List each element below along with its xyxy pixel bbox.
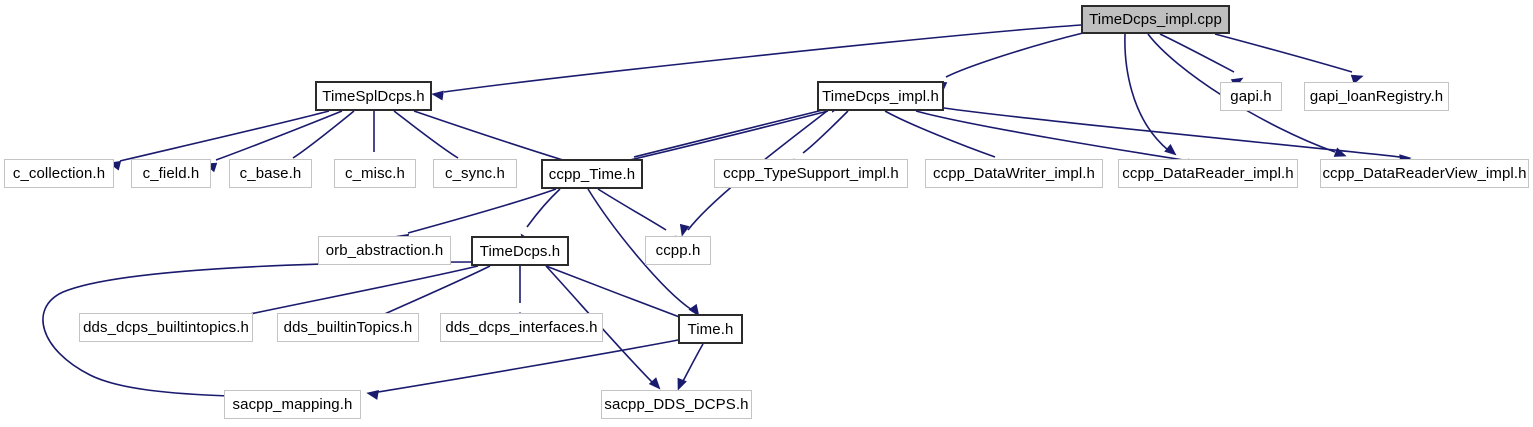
graph-node-label: ccpp_TypeSupport_impl.h [723,165,899,182]
graph-node-dds_dcps_builtintopics_h[interactable]: dds_dcps_builtintopics.h [79,313,253,342]
graph-node-label: ccpp_DataReader_impl.h [1122,165,1294,182]
graph-node-ccpp_datawriter_impl_h[interactable]: ccpp_DataWriter_impl.h [925,159,1103,188]
graph-node-timedcps_impl_h[interactable]: TimeDcps_impl.h [817,81,944,111]
arrow-head-icon [1164,143,1177,156]
graph-node-label: c_field.h [142,165,200,182]
graph-node-label: c_misc.h [345,165,405,182]
graph-node-label: TimeDcps.h [479,242,561,260]
graph-node-ccpp_datareader_impl_h[interactable]: ccpp_DataReader_impl.h [1118,159,1298,188]
graph-edge-ccpp_time_h-to-orb_abstraction_h [396,188,557,244]
arrow-head-icon [648,377,661,390]
graph-node-label: Time.h [687,320,734,338]
graph-node-c_collection_h[interactable]: c_collection.h [4,159,114,188]
graph-node-dds_dcps_interfaces_h[interactable]: dds_dcps_interfaces.h [440,313,603,342]
graph-node-gapi_h[interactable]: gapi.h [1220,82,1282,111]
graph-edge-time_h-to-sacpp_mapping_h [366,339,679,400]
graph-node-label: sacpp_DDS_DCPS.h [604,396,749,413]
graph-node-label: TimeDcps_impl.cpp [1089,11,1222,28]
graph-node-label: c_sync.h [445,165,505,182]
graph-node-c_base_h[interactable]: c_base.h [229,159,312,188]
graph-node-label: TimeSplDcps.h [322,87,425,105]
graph-node-timespldcps_h[interactable]: TimeSplDcps.h [315,81,432,111]
graph-edge-timedcps_impl_cpp-to-gapi_h [1159,33,1244,88]
arrow-head-icon [679,223,690,237]
graph-node-orb_abstraction_h[interactable]: orb_abstraction.h [318,236,451,265]
graph-node-sacpp_dds_dcps_h[interactable]: sacpp_DDS_DCPS.h [601,390,752,419]
graph-edge-timedcps_impl_cpp-to-timespldcps_h [431,24,1082,101]
graph-node-c_misc_h[interactable]: c_misc.h [334,159,416,188]
graph-node-label: ccpp_DataReaderView_impl.h [1322,165,1527,182]
graph-node-c_field_h[interactable]: c_field.h [131,159,211,188]
graph-edge-time_h-to-sacpp_dds_dcps_h [677,343,704,391]
graph-edge-ccpp_time_h-to-timedcps_impl_h [633,103,843,158]
graph-node-label: gapi.h [1230,88,1272,105]
graph-node-dds_builtintopics_h[interactable]: dds_builtinTopics.h [277,313,419,342]
graph-node-label: ccpp.h [655,242,701,259]
graph-node-ccpp_datareaderview_impl_h[interactable]: ccpp_DataReaderView_impl.h [1320,159,1529,188]
graph-node-label: c_collection.h [12,165,106,182]
arrow-head-icon [1350,74,1364,85]
arrow-head-icon [431,90,444,101]
graph-node-label: dds_builtinTopics.h [283,319,413,336]
graph-edge-ccpp_time_h-to-time_h [587,188,700,317]
graph-node-gapi_loanregistry_h[interactable]: gapi_loanRegistry.h [1304,82,1449,111]
graph-node-ccpp_h[interactable]: ccpp.h [645,236,711,265]
graph-node-label: sacpp_mapping.h [232,396,353,413]
graph-node-label: dds_dcps_builtintopics.h [83,319,249,336]
graph-edge-timedcps_impl_cpp-to-ccpp_datareader_impl_h [1124,33,1177,156]
graph-edge-timedcps_impl_cpp-to-timedcps_impl_h [934,32,1084,92]
graph-node-label: c_base.h [239,165,302,182]
graph-node-time_h[interactable]: Time.h [678,314,743,344]
graph-node-label: gapi_loanRegistry.h [1309,88,1444,105]
graph-node-ccpp_typesupport_impl_h[interactable]: ccpp_TypeSupport_impl.h [714,159,908,188]
graph-node-label: dds_dcps_interfaces.h [445,319,598,336]
graph-node-label: TimeDcps_impl.h [822,87,939,105]
graph-node-ccpp_time_h[interactable]: ccpp_Time.h [541,159,643,189]
graph-node-label: orb_abstraction.h [325,242,444,259]
arrow-head-icon [688,303,700,317]
graph-node-c_sync_h[interactable]: c_sync.h [433,159,517,188]
graph-edge-timedcps_impl_cpp-to-gapi_loanregistry_h [1214,33,1364,85]
graph-node-timedcps_impl_cpp[interactable]: TimeDcps_impl.cpp [1081,5,1230,34]
arrow-head-icon [677,377,687,391]
graph-node-timedcps_h[interactable]: TimeDcps.h [471,236,569,266]
arrow-head-icon [366,390,379,400]
graph-node-label: ccpp_Time.h [548,165,636,183]
graph-node-sacpp_mapping_h[interactable]: sacpp_mapping.h [224,390,361,419]
graph-node-label: ccpp_DataWriter_impl.h [933,165,1095,182]
